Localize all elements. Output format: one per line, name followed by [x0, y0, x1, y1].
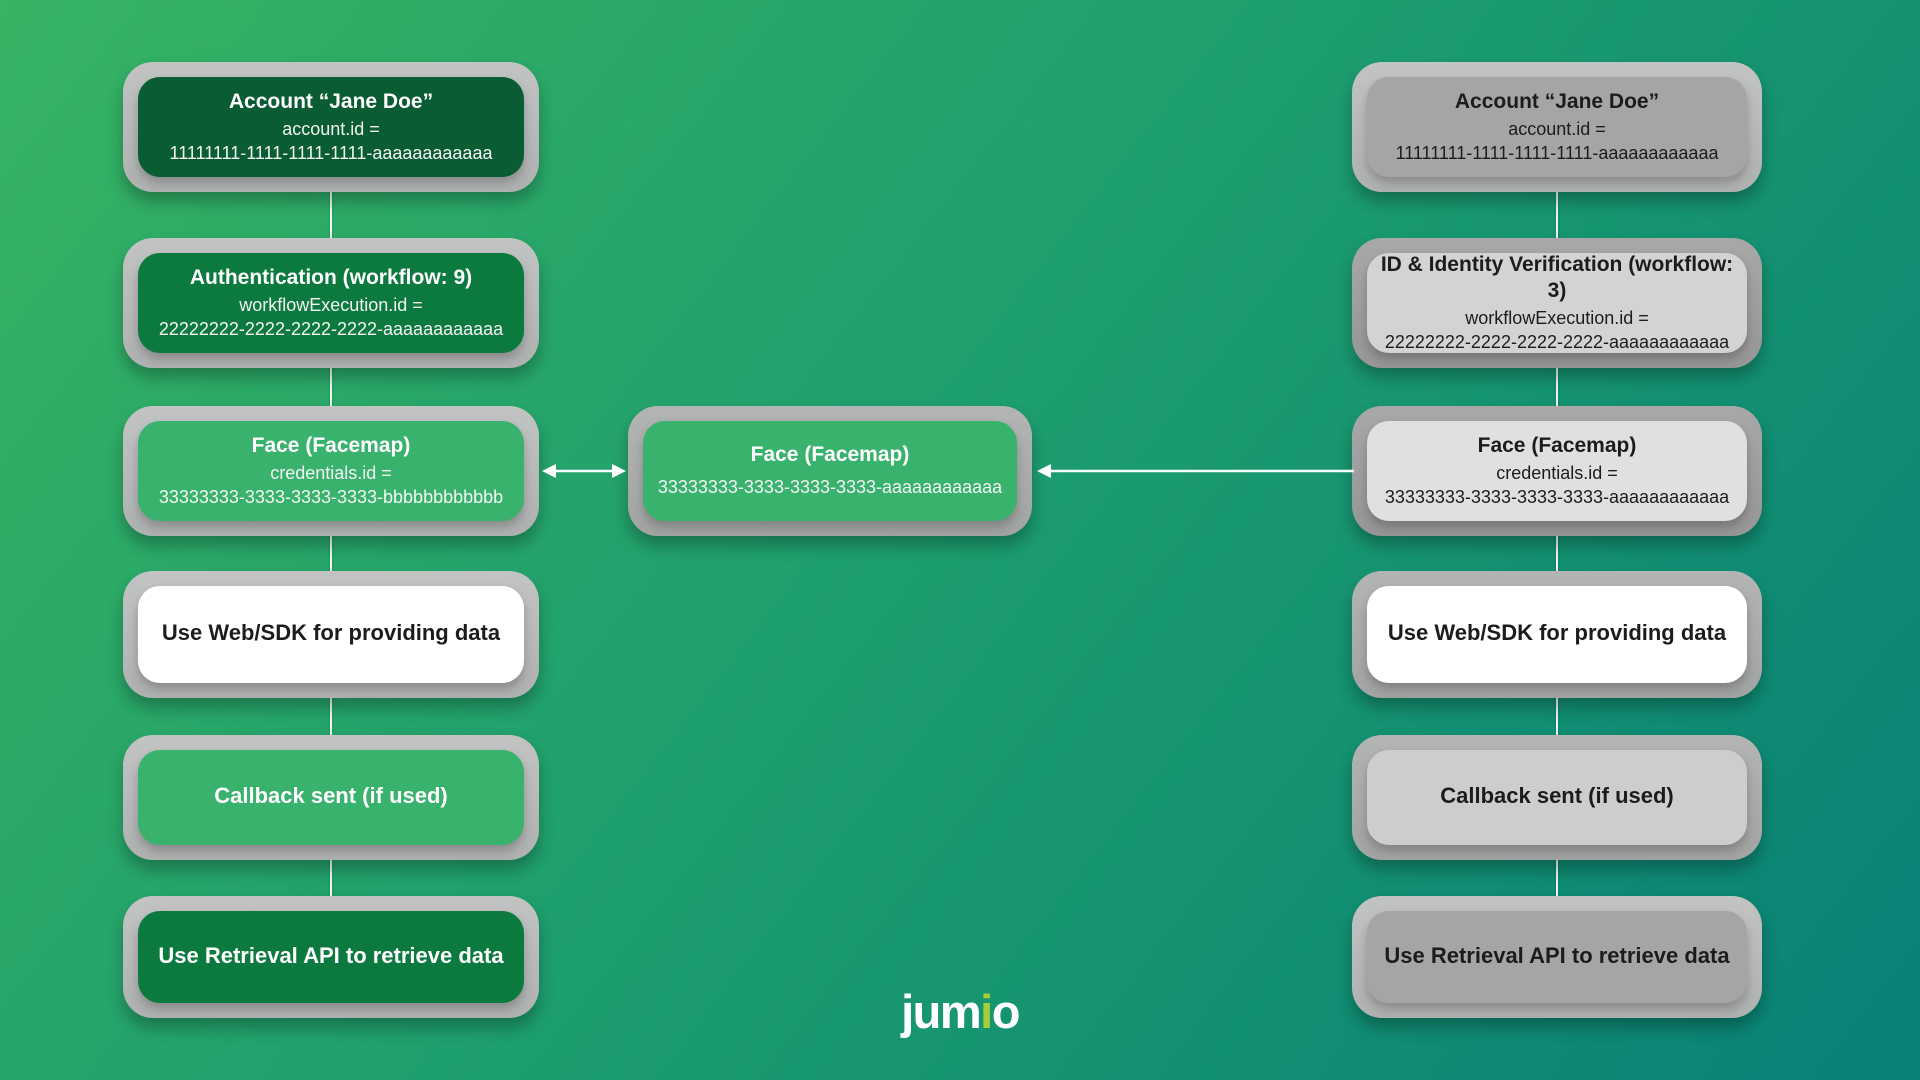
flow-node-retrieval-left: Use Retrieval API to retrieve data: [123, 896, 539, 1018]
node-subtitle: credentials.id =: [270, 463, 392, 484]
flow-node-websdk-right: Use Web/SDK for providing data: [1352, 571, 1762, 698]
node-title: Face (Facemap): [750, 443, 910, 467]
node-subtitle: account.id =: [282, 119, 380, 140]
logo-text-white-2: o: [991, 985, 1021, 1038]
node-subtitle: workflowExecution.id =: [1465, 308, 1649, 329]
flow-node-face-right: Face (Facemap) credentials.id = 33333333…: [1352, 406, 1762, 536]
node-id-value: 22222222-2222-2222-2222-aaaaaaaaaaaa: [158, 318, 504, 339]
flow-node-retrieval-right: Use Retrieval API to retrieve data: [1352, 896, 1762, 1018]
node-id-value: 33333333-3333-3333-3333-aaaaaaaaaaaa: [657, 477, 1003, 498]
node-title: Face (Facemap): [251, 433, 411, 457]
node-id-value: 33333333-3333-3333-3333-bbbbbbbbbbbb: [158, 486, 504, 507]
flow-node-callback-right: Callback sent (if used): [1352, 735, 1762, 860]
flow-node-account-left: Account “Jane Doe” account.id = 11111111…: [123, 62, 539, 192]
flow-node-face-shared: Face (Facemap) 33333333-3333-3333-3333-a…: [628, 406, 1032, 536]
node-id-value: 11111111-1111-1111-1111-aaaaaaaaaaaa: [169, 142, 493, 163]
node-id-value: 33333333-3333-3333-3333-aaaaaaaaaaaa: [1384, 486, 1730, 507]
flow-node-callback-left: Callback sent (if used): [123, 735, 539, 860]
node-id-value: 22222222-2222-2222-2222-aaaaaaaaaaaa: [1384, 331, 1730, 352]
node-title: Authentication (workflow: 9): [189, 265, 473, 289]
logo-text-accent: i: [980, 985, 993, 1038]
node-title: Use Web/SDK for providing data: [1387, 620, 1727, 646]
connector-line-left: [330, 190, 332, 905]
node-title: Account “Jane Doe”: [1454, 89, 1660, 113]
node-subtitle: workflowExecution.id =: [239, 295, 423, 316]
node-title: Account “Jane Doe”: [228, 89, 434, 113]
flow-node-id-verification: ID & Identity Verification (workflow: 3)…: [1352, 238, 1762, 368]
node-title: Callback sent (if used): [1440, 783, 1674, 809]
jumio-logo: jumio: [0, 984, 1920, 1039]
flow-node-authentication: Authentication (workflow: 9) workflowExe…: [123, 238, 539, 368]
flow-node-face-left: Face (Facemap) credentials.id = 33333333…: [123, 406, 539, 536]
connector-line-right: [1556, 190, 1558, 905]
node-title: Face (Facemap): [1477, 433, 1637, 457]
flow-node-account-right: Account “Jane Doe” account.id = 11111111…: [1352, 62, 1762, 192]
node-title: ID & Identity Verification (workflow: 3): [1380, 252, 1734, 303]
node-title: Callback sent (if used): [214, 783, 448, 809]
flow-node-websdk-left: Use Web/SDK for providing data: [123, 571, 539, 698]
left-arrow: [1037, 464, 1354, 478]
node-id-value: 11111111-1111-1111-1111-aaaaaaaaaaaa: [1395, 142, 1719, 163]
node-subtitle: credentials.id =: [1496, 463, 1618, 484]
node-title: Use Retrieval API to retrieve data: [1384, 942, 1730, 968]
node-title: Use Retrieval API to retrieve data: [158, 942, 504, 968]
node-title: Use Web/SDK for providing data: [161, 620, 501, 646]
node-subtitle: account.id =: [1508, 119, 1606, 140]
logo-text-white-1: jum: [901, 985, 982, 1038]
bidirectional-arrow: [542, 464, 626, 478]
